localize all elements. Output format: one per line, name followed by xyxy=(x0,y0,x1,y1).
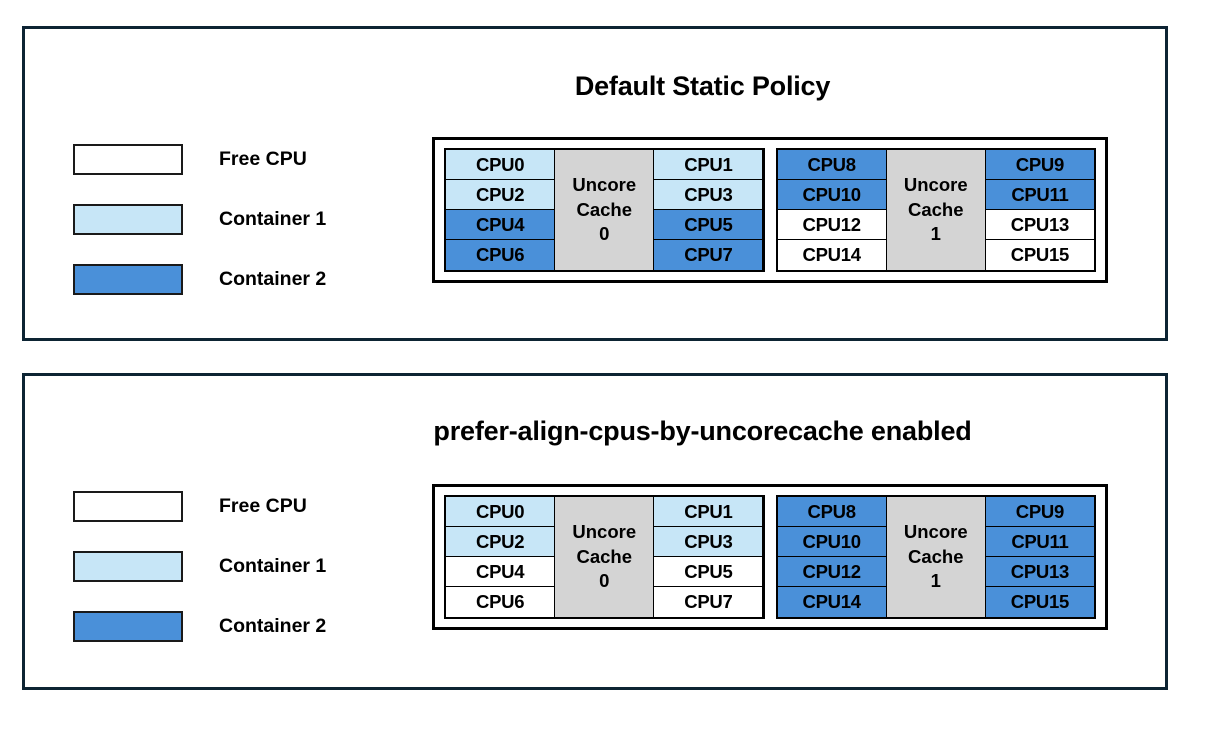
cpu-cell: CPU3 xyxy=(653,179,764,211)
legend-swatch-container-2 xyxy=(73,610,183,642)
uncore-cache-block: Uncore Cache 1 xyxy=(885,150,986,270)
cpu-cell: CPU7 xyxy=(653,239,764,271)
cpu-cell: CPU2 xyxy=(445,179,556,211)
cpu-column-left: CPU8 CPU10 CPU12 CPU14 xyxy=(776,149,887,271)
cpu-cell: CPU13 xyxy=(984,209,1095,241)
legend: Free CPU Container 1 Container 2 xyxy=(73,129,403,309)
panel-title: Default Static Policy xyxy=(574,71,831,101)
uncore-label-line-2: Cache xyxy=(907,198,964,220)
legend-item-free-cpu: Free CPU xyxy=(73,476,403,536)
cpu-column-left: CPU0 CPU2 CPU4 CPU6 xyxy=(445,149,556,271)
cache-group-0: CPU0 CPU2 CPU4 CPU6 Uncore Cache 0 CPU1 … xyxy=(444,148,765,272)
cpu-column-right: CPU9 CPU11 CPU13 CPU15 xyxy=(984,149,1095,271)
uncore-label-index: 0 xyxy=(599,223,610,245)
cpu-cell: CPU9 xyxy=(984,496,1095,528)
uncore-label-line-1: Uncore xyxy=(572,174,637,196)
cpu-cell: CPU14 xyxy=(776,586,887,618)
cpu-topology-diagram: CPU0 CPU2 CPU4 CPU6 Uncore Cache 0 CPU1 … xyxy=(432,137,1108,283)
legend-label-free-cpu: Free CPU xyxy=(219,147,307,170)
cpu-cell: CPU6 xyxy=(445,586,556,618)
cpu-cell: CPU4 xyxy=(445,209,556,241)
uncore-label-index: 0 xyxy=(599,570,610,592)
cache-group-0: CPU0 CPU2 CPU4 CPU6 Uncore Cache 0 CPU1 … xyxy=(444,495,765,619)
uncore-label-index: 1 xyxy=(930,223,941,245)
cpu-cell: CPU3 xyxy=(653,526,764,558)
panel-default-static-policy: Default Static Policy Free CPU Container… xyxy=(22,26,1168,341)
uncore-label-line-2: Cache xyxy=(907,545,964,567)
legend-swatch-container-1 xyxy=(73,550,183,582)
legend-item-container-1: Container 1 xyxy=(73,536,403,596)
legend-label-container-1: Container 1 xyxy=(219,207,327,230)
cpu-cell: CPU1 xyxy=(653,149,764,181)
cpu-column-right: CPU1 CPU3 CPU5 CPU7 xyxy=(653,149,764,271)
cpu-cell: CPU8 xyxy=(776,149,887,181)
cpu-cell: CPU15 xyxy=(984,586,1095,618)
uncore-label-line-2: Cache xyxy=(576,198,633,220)
legend-swatch-free-cpu xyxy=(73,143,183,175)
uncore-cache-block: Uncore Cache 0 xyxy=(554,497,655,617)
legend-item-container-2: Container 2 xyxy=(73,596,403,656)
cpu-cell: CPU5 xyxy=(653,556,764,588)
uncore-cache-block: Uncore Cache 1 xyxy=(885,497,986,617)
cpu-cell: CPU13 xyxy=(984,556,1095,588)
legend-label-container-2: Container 2 xyxy=(219,614,327,637)
cache-group-1: CPU8 CPU10 CPU12 CPU14 Uncore Cache 1 CP… xyxy=(775,495,1096,619)
cpu-cell: CPU5 xyxy=(653,209,764,241)
panel-title: prefer-align-cpus-by-uncorecache enabled xyxy=(433,416,972,446)
legend-label-free-cpu: Free CPU xyxy=(219,494,307,517)
cpu-cell: CPU9 xyxy=(984,149,1095,181)
uncore-label-index: 1 xyxy=(930,570,941,592)
cpu-cell: CPU11 xyxy=(984,179,1095,211)
cpu-cell: CPU14 xyxy=(776,239,887,271)
legend: Free CPU Container 1 Container 2 xyxy=(73,476,403,656)
uncore-label-line-2: Cache xyxy=(576,545,633,567)
uncore-label-line-1: Uncore xyxy=(903,521,968,543)
cache-group-1: CPU8 CPU10 CPU12 CPU14 Uncore Cache 1 CP… xyxy=(775,148,1096,272)
legend-item-free-cpu: Free CPU xyxy=(73,129,403,189)
cpu-cell: CPU11 xyxy=(984,526,1095,558)
cpu-column-left: CPU8 CPU10 CPU12 CPU14 xyxy=(776,496,887,618)
cpu-cell: CPU0 xyxy=(445,149,556,181)
legend-item-container-1: Container 1 xyxy=(73,189,403,249)
uncore-label-line-1: Uncore xyxy=(572,521,637,543)
cpu-column-right: CPU9 CPU11 CPU13 CPU15 xyxy=(984,496,1095,618)
legend-label-container-2: Container 2 xyxy=(219,267,327,290)
cpu-cell: CPU8 xyxy=(776,496,887,528)
cpu-cell: CPU12 xyxy=(776,209,887,241)
cpu-cell: CPU10 xyxy=(776,179,887,211)
legend-swatch-container-1 xyxy=(73,203,183,235)
cpu-cell: CPU4 xyxy=(445,556,556,588)
cpu-column-left: CPU0 CPU2 CPU4 CPU6 xyxy=(445,496,556,618)
panel-prefer-align-cpus-by-uncorecache: prefer-align-cpus-by-uncorecache enabled… xyxy=(22,373,1168,690)
cpu-cell: CPU10 xyxy=(776,526,887,558)
legend-swatch-free-cpu xyxy=(73,490,183,522)
uncore-label-line-1: Uncore xyxy=(903,174,968,196)
cpu-column-right: CPU1 CPU3 CPU5 CPU7 xyxy=(653,496,764,618)
legend-swatch-container-2 xyxy=(73,263,183,295)
cpu-cell: CPU7 xyxy=(653,586,764,618)
cpu-cell: CPU2 xyxy=(445,526,556,558)
cpu-cell: CPU6 xyxy=(445,239,556,271)
cpu-cell: CPU12 xyxy=(776,556,887,588)
cpu-cell: CPU1 xyxy=(653,496,764,528)
legend-label-container-1: Container 1 xyxy=(219,554,327,577)
cpu-topology-diagram: CPU0 CPU2 CPU4 CPU6 Uncore Cache 0 CPU1 … xyxy=(432,484,1108,630)
legend-item-container-2: Container 2 xyxy=(73,249,403,309)
uncore-cache-block: Uncore Cache 0 xyxy=(554,150,655,270)
cpu-cell: CPU0 xyxy=(445,496,556,528)
cpu-cell: CPU15 xyxy=(984,239,1095,271)
